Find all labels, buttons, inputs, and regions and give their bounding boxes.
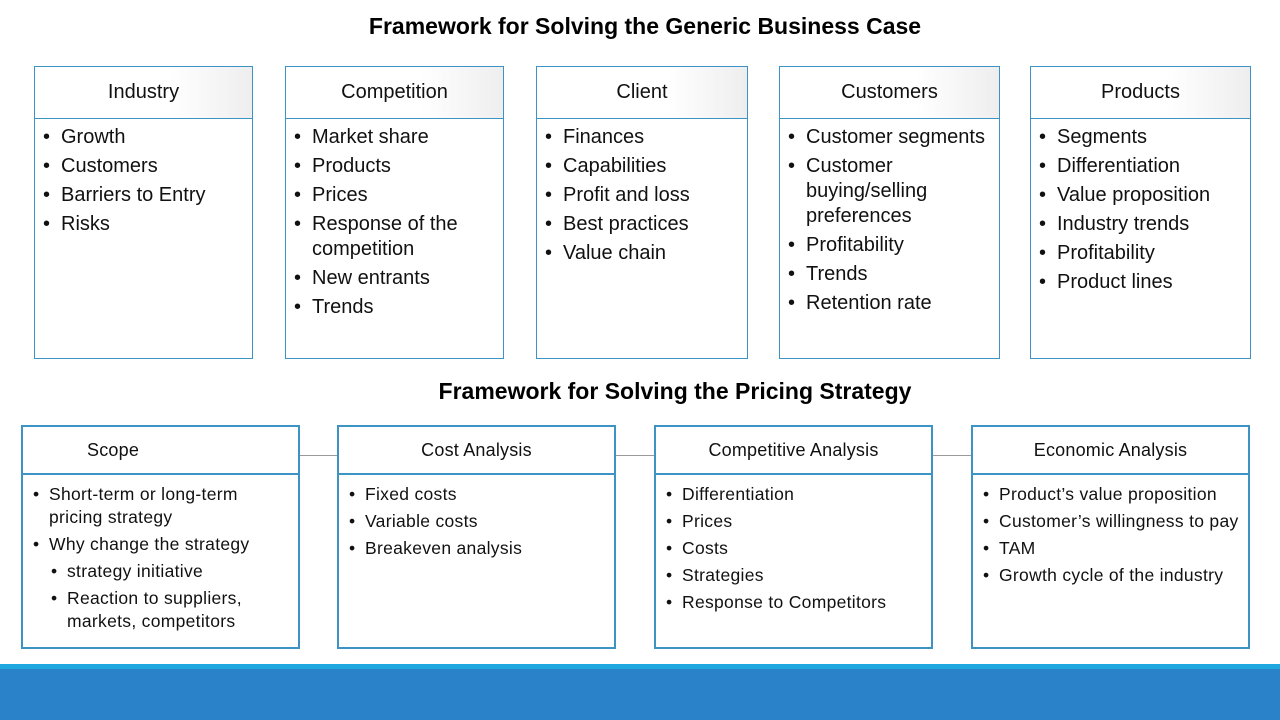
business-case-title: Framework for Solving the Generic Busine… bbox=[368, 13, 922, 39]
economic-analysis-list: Product’s value proposition Customer’s w… bbox=[973, 475, 1248, 587]
list-item: Growth bbox=[43, 125, 246, 150]
list-item: Product lines bbox=[1039, 270, 1244, 295]
competition-box: Competition Market share Products Prices… bbox=[285, 66, 504, 359]
list-item: Retention rate bbox=[788, 291, 993, 316]
scope-heading: Scope bbox=[23, 427, 298, 475]
products-list: Segments Differentiation Value propositi… bbox=[1031, 119, 1250, 295]
client-box: Client Finances Capabilities Profit and … bbox=[536, 66, 748, 359]
sub-list-item: strategy initiative bbox=[51, 560, 290, 583]
economic-analysis-box: Economic Analysis Product’s value propos… bbox=[971, 425, 1250, 649]
list-item: Market share bbox=[294, 125, 497, 150]
customers-heading: Customers bbox=[780, 67, 999, 119]
list-item: Customers bbox=[43, 154, 246, 179]
list-item: Products bbox=[294, 154, 497, 179]
scope-box: Scope Short-term or long-term pricing st… bbox=[21, 425, 300, 649]
cost-analysis-heading: Cost Analysis bbox=[339, 427, 614, 475]
list-item: Profitability bbox=[788, 233, 993, 258]
sub-list-item: Reaction to suppliers, markets, competit… bbox=[51, 587, 290, 633]
industry-box: Industry Growth Customers Barriers to En… bbox=[34, 66, 253, 359]
list-item: Customer’s willingness to pay bbox=[983, 510, 1240, 533]
list-item: Capabilities bbox=[545, 154, 741, 179]
list-item: Prices bbox=[666, 510, 923, 533]
list-item: Value chain bbox=[545, 241, 741, 266]
list-item: Differentiation bbox=[666, 483, 923, 506]
client-list: Finances Capabilities Profit and loss Be… bbox=[537, 119, 747, 266]
list-item: Risks bbox=[43, 212, 246, 237]
list-item: Short-term or long-term pricing strategy bbox=[33, 483, 290, 529]
products-box: Products Segments Differentiation Value … bbox=[1030, 66, 1251, 359]
list-item: Response to Competitors bbox=[666, 591, 923, 614]
customers-list: Customer segments Customer buying/sellin… bbox=[780, 119, 999, 316]
industry-heading: Industry bbox=[35, 67, 252, 119]
list-item: Costs bbox=[666, 537, 923, 560]
list-item: Best practices bbox=[545, 212, 741, 237]
competitive-analysis-box: Competitive Analysis Differentiation Pri… bbox=[654, 425, 933, 649]
footer-bar bbox=[0, 669, 1280, 720]
footer-accent-line bbox=[0, 664, 1280, 669]
scope-list: Short-term or long-term pricing strategy… bbox=[23, 475, 298, 633]
competitive-analysis-list: Differentiation Prices Costs Strategies … bbox=[656, 475, 931, 614]
client-heading: Client bbox=[537, 67, 747, 119]
list-item: Customer segments bbox=[788, 125, 993, 150]
list-item: Value proposition bbox=[1039, 183, 1244, 208]
competitive-analysis-heading: Competitive Analysis bbox=[656, 427, 931, 475]
customers-box: Customers Customer segments Customer buy… bbox=[779, 66, 1000, 359]
competition-list: Market share Products Prices Response of… bbox=[286, 119, 503, 320]
list-item: Segments bbox=[1039, 125, 1244, 150]
connector-line bbox=[933, 455, 972, 456]
industry-list: Growth Customers Barriers to Entry Risks bbox=[35, 119, 252, 237]
economic-analysis-heading: Economic Analysis bbox=[973, 427, 1248, 475]
list-item: Customer buying/selling preferences bbox=[788, 154, 993, 229]
connector-line bbox=[616, 455, 655, 456]
list-item: Barriers to Entry bbox=[43, 183, 246, 208]
products-heading: Products bbox=[1031, 67, 1250, 119]
list-item: Prices bbox=[294, 183, 497, 208]
list-item: Fixed costs bbox=[349, 483, 606, 506]
list-item: Growth cycle of the industry bbox=[983, 564, 1240, 587]
list-item: Response of the competition bbox=[294, 212, 497, 262]
list-item: Trends bbox=[294, 295, 497, 320]
list-item: Trends bbox=[788, 262, 993, 287]
list-item: Finances bbox=[545, 125, 741, 150]
list-item: Differentiation bbox=[1039, 154, 1244, 179]
cost-analysis-list: Fixed costs Variable costs Breakeven ana… bbox=[339, 475, 614, 560]
list-item: Profit and loss bbox=[545, 183, 741, 208]
list-item: Profitability bbox=[1039, 241, 1244, 266]
competition-heading: Competition bbox=[286, 67, 503, 119]
list-item: Variable costs bbox=[349, 510, 606, 533]
list-item: Industry trends bbox=[1039, 212, 1244, 237]
list-item: Breakeven analysis bbox=[349, 537, 606, 560]
pricing-strategy-title: Framework for Solving the Pricing Strate… bbox=[438, 378, 912, 404]
list-item: New entrants bbox=[294, 266, 497, 291]
cost-analysis-box: Cost Analysis Fixed costs Variable costs… bbox=[337, 425, 616, 649]
list-item: Product’s value proposition bbox=[983, 483, 1240, 506]
list-item: TAM bbox=[983, 537, 1240, 560]
list-item: Strategies bbox=[666, 564, 923, 587]
list-item: Why change the strategy bbox=[33, 533, 290, 556]
connector-line bbox=[300, 455, 338, 456]
